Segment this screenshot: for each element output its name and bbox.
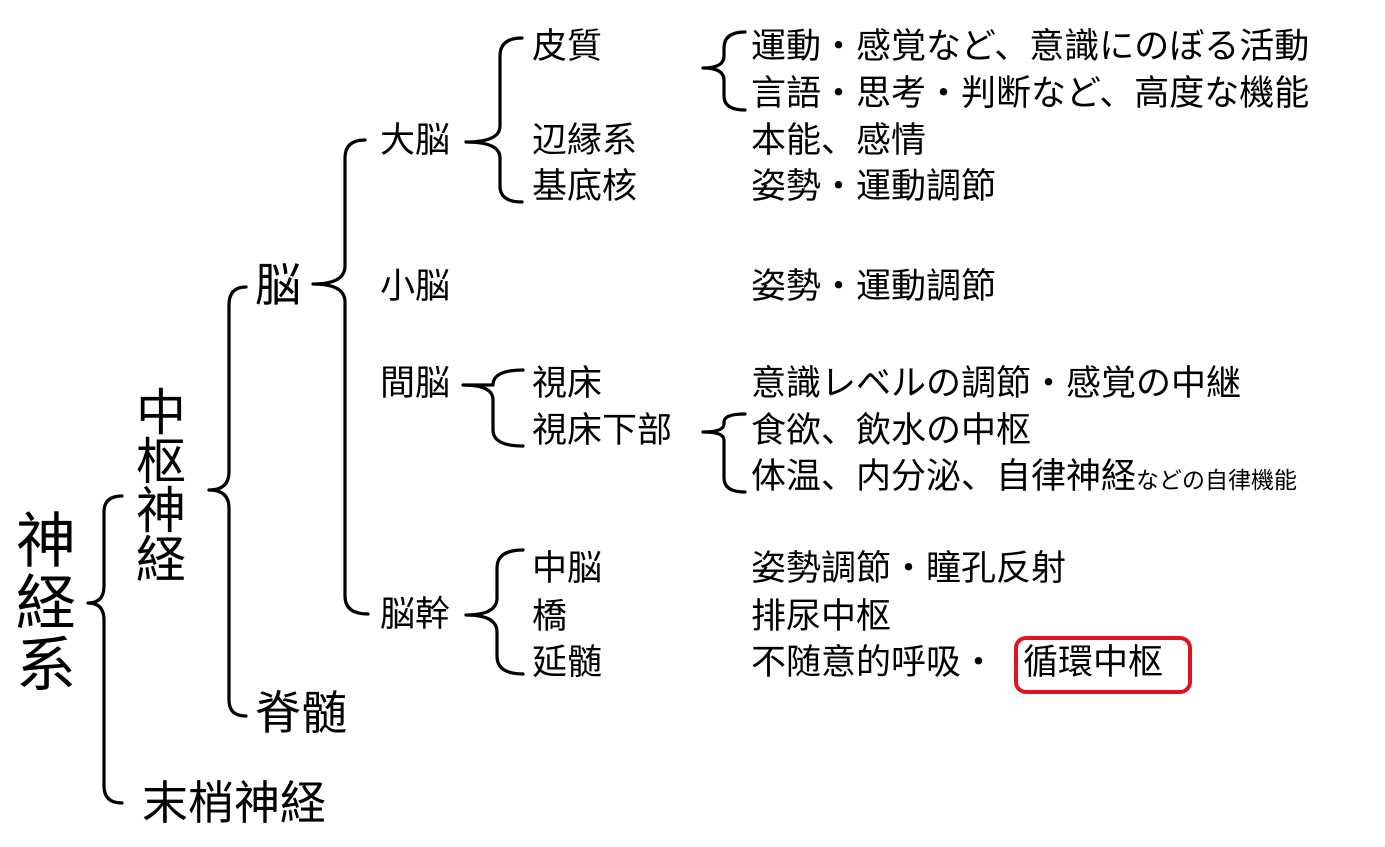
limbic-function: 本能、感情 bbox=[751, 121, 927, 161]
diencephalon-label: 間脳 bbox=[380, 364, 451, 404]
limbic-system-label: 辺縁系 bbox=[532, 121, 638, 161]
cerebrum-label: 大脳 bbox=[380, 121, 451, 161]
thalamus-function: 意識レベルの調節・感覚の中継 bbox=[751, 364, 1242, 404]
spinal-cord-label: 脊髄 bbox=[255, 686, 347, 740]
hypothalamus-function-2-main: 体温、内分泌、自律神経 bbox=[751, 457, 1137, 497]
pons-label: 橋 bbox=[532, 597, 568, 637]
basal-ganglia-label: 基底核 bbox=[532, 167, 638, 207]
brace-cortex bbox=[701, 30, 747, 112]
basal-ganglia-function: 姿勢・運動調節 bbox=[751, 167, 997, 207]
midbrain-function: 姿勢調節・瞳孔反射 bbox=[751, 549, 1067, 589]
peripheral-nervous-system-label: 末梢神経 bbox=[142, 776, 326, 830]
medulla-function-prefix: 不随意的呼吸・ bbox=[751, 643, 997, 683]
brace-brainstem bbox=[464, 548, 525, 676]
brain-label: 脳 bbox=[255, 258, 301, 312]
cerebellum-label: 小脳 bbox=[380, 267, 451, 307]
brace-brain bbox=[311, 138, 370, 616]
brace-diencephalon bbox=[461, 368, 525, 448]
brace-root bbox=[86, 494, 124, 805]
brace-cerebrum bbox=[464, 36, 524, 204]
thalamus-label: 視床 bbox=[532, 364, 603, 404]
brainstem-label: 脳幹 bbox=[380, 595, 451, 635]
circulation-center-highlight bbox=[1014, 636, 1192, 694]
pons-function: 排尿中枢 bbox=[751, 597, 892, 637]
nervous-system-label: 神 経 系 bbox=[16, 507, 76, 701]
cortex-label: 皮質 bbox=[532, 27, 603, 67]
hypothalamus-function-2: 体温、内分泌、自律神経などの自律機能 bbox=[751, 460, 1297, 495]
brace-hypothalamus bbox=[701, 412, 747, 494]
hypothalamus-function-1: 食欲、飲水の中枢 bbox=[751, 411, 1032, 451]
medulla-function-highlight: 循環中枢 bbox=[1023, 643, 1164, 683]
medulla-label: 延髄 bbox=[532, 643, 603, 683]
midbrain-label: 中脳 bbox=[532, 549, 603, 589]
cortex-function-1: 運動・感覚など、意識にのぼる活動 bbox=[751, 27, 1310, 67]
cerebellum-function: 姿勢・運動調節 bbox=[751, 267, 997, 307]
hypothalamus-function-2-note: などの自律機能 bbox=[1136, 468, 1298, 494]
brace-cns bbox=[207, 285, 248, 718]
central-nervous-system-label: 中 枢 神 経 bbox=[136, 384, 186, 589]
hypothalamus-label: 視床下部 bbox=[532, 411, 673, 451]
cortex-function-2: 言語・思考・判断など、高度な機能 bbox=[751, 74, 1310, 114]
